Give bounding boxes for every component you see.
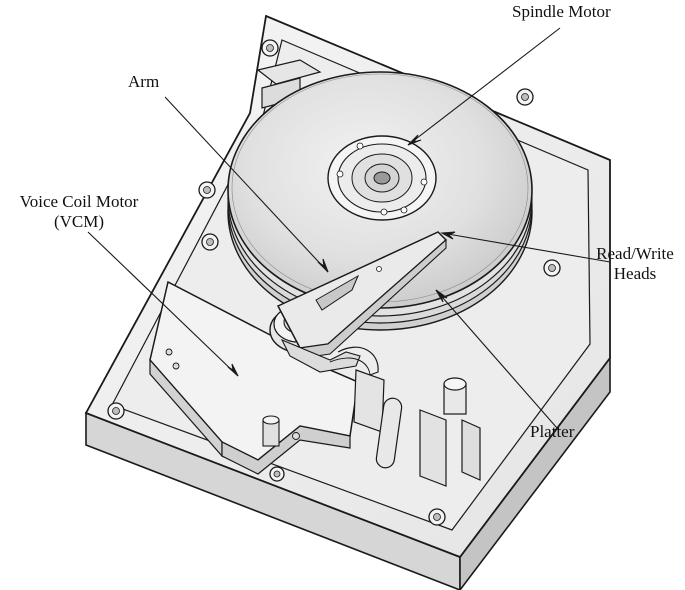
label-read-write-heads: Read/Write Heads [588,244,682,284]
screw-top-left [261,39,279,57]
label-arm: Arm [128,72,160,91]
spindle-hub [327,135,437,221]
label-platter: Platter [530,422,575,441]
screw-left [198,181,216,199]
label-vcm-line2: (VCM) [53,212,105,231]
label-spindle-motor: Spindle Motor [512,2,611,21]
screw-bottom-left [107,402,125,420]
label-rw-line2: Heads [613,264,657,283]
screw-top-right [516,88,534,106]
connector-slot-3 [461,419,481,481]
connector-slot-1 [375,397,403,469]
leader-lines [87,27,611,429]
label-rw-line1: Read/Write [596,244,674,263]
actuator-arm [276,231,448,373]
screw-lower-left [201,233,219,251]
voice-coil-motor-plate [149,280,359,475]
screw-bottom [428,508,446,526]
label-vcm-line1: Voice Coil Motor [19,192,139,211]
screw-bottom-mid [269,466,285,482]
screw-right [543,259,561,277]
pin-post [443,377,467,415]
label-voice-coil-motor: Voice Coil Motor (VCM) [4,192,154,232]
connector-slot-2 [419,409,447,487]
